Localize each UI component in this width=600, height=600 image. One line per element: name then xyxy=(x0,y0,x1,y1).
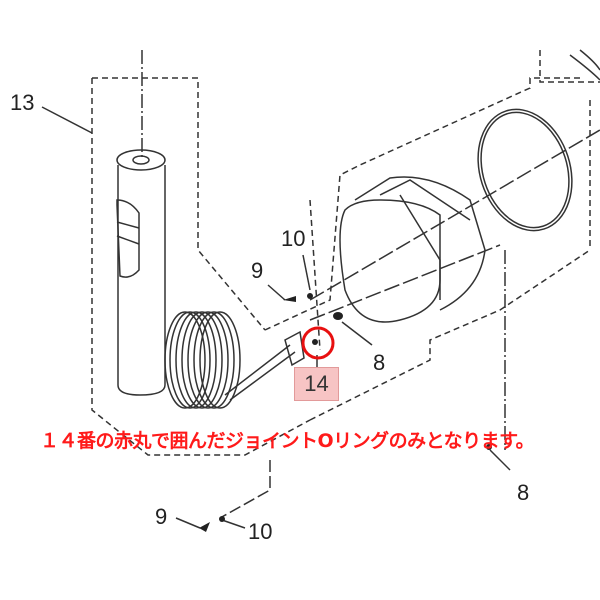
part-label-13: 13 xyxy=(10,90,35,115)
d-connector xyxy=(339,176,486,323)
part-label-8-mid: 8 xyxy=(373,350,386,375)
group-13-outline xyxy=(92,77,266,331)
part-label-9-bottom: 9 xyxy=(155,504,168,529)
part-label-10-bottom: 10 xyxy=(248,519,273,544)
handle-part xyxy=(117,165,166,396)
part-label-8-bottom: 8 xyxy=(517,480,530,505)
part-14-callout: 14 xyxy=(294,367,339,401)
highlight-circle-14 xyxy=(301,326,335,360)
coil-hose xyxy=(164,311,241,409)
notice-text: １４番の赤丸で囲んだジョイントOリングのみとなります。 xyxy=(40,430,535,452)
part-label-9-top: 9 xyxy=(251,258,264,283)
large-o-ring xyxy=(477,108,573,232)
part-label-14: 14 xyxy=(304,371,329,396)
part-label-10-top: 10 xyxy=(281,226,306,251)
